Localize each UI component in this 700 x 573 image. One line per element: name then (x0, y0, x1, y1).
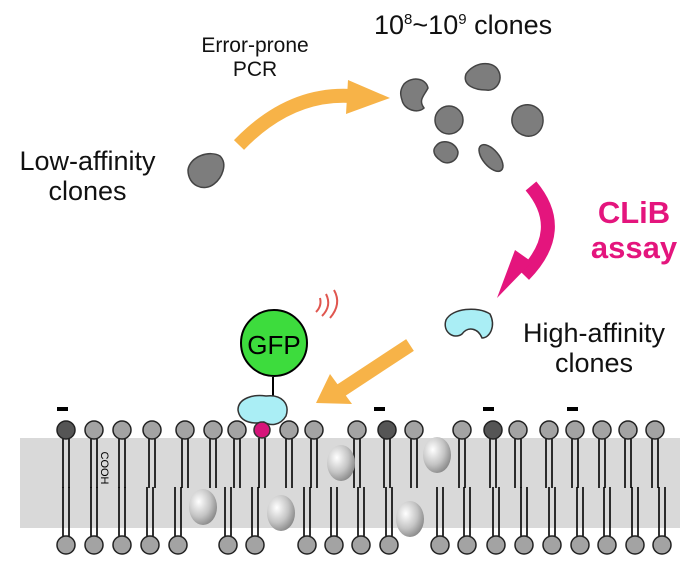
anchor-lipid-head (253, 421, 271, 439)
lipid-head (227, 420, 247, 440)
lipid-head (112, 535, 132, 555)
lipid-head (570, 535, 590, 555)
lipid-head (645, 420, 665, 440)
library-clone (478, 143, 504, 173)
gfp-label: GFP (247, 330, 300, 360)
library-clone (464, 62, 501, 91)
count-exp-2: 9 (458, 11, 467, 28)
lipid-head (618, 420, 638, 440)
lipid-head (279, 420, 299, 440)
library-clone (433, 141, 459, 164)
count-suffix: clones (466, 10, 553, 40)
lipid-head (140, 535, 160, 555)
membrane-protein (189, 489, 217, 525)
lipid-head (542, 535, 562, 555)
lipid-head (142, 420, 162, 440)
lipid-head (625, 535, 645, 555)
charged-lipid-head (483, 420, 503, 440)
binding-arrow (336, 339, 414, 397)
clib-assay-arrow (518, 181, 555, 280)
high-affinity-line2: clones (554, 348, 634, 379)
high-affinity-label: High-affinity clones (494, 318, 694, 378)
lipid-head (297, 535, 317, 555)
lipid-head (218, 535, 238, 555)
lipid-head (168, 535, 188, 555)
gfp-circle (240, 309, 308, 377)
membrane-protein (267, 495, 295, 531)
count-base-1: 10 (374, 10, 405, 40)
clone-count-label: 108~109 clones (374, 10, 614, 40)
low-affinity-line2: clones (48, 176, 127, 207)
lipid-head (351, 535, 371, 555)
fluorescence-signal (315, 289, 339, 319)
lipid-head (486, 535, 506, 555)
lipid-head (539, 420, 559, 440)
cooh-label: COOH (98, 452, 110, 485)
binding-arrowhead (316, 374, 352, 404)
error-prone-pcr-label: Error-prone PCR (180, 34, 330, 81)
lipid-head (508, 420, 528, 440)
clib-line1: CLiB (597, 195, 671, 230)
low-affinity-label: Low-affinity clones (0, 146, 175, 206)
clone-library (399, 62, 544, 173)
clib-assay-arrowhead (497, 250, 532, 298)
error-prone-text: Error-prone (201, 34, 309, 57)
low-affinity-line1: Low-affinity (19, 146, 156, 176)
membrane-protein (423, 437, 451, 473)
lipid-head (514, 535, 534, 555)
clib-assay-label: CLiB assay (570, 195, 698, 265)
lipid-head (56, 535, 76, 555)
high-affinity-clone (444, 308, 494, 339)
library-clone (434, 105, 464, 135)
lipid-head (84, 535, 104, 555)
count-tilde: ~ (412, 10, 429, 40)
library-clone (511, 104, 544, 137)
lipid-head (592, 420, 612, 440)
lipid-head (304, 420, 324, 440)
lipid-head (379, 535, 399, 555)
high-affinity-line1: High-affinity (522, 318, 666, 348)
lipid-head (203, 420, 223, 440)
low-affinity-clone (187, 152, 225, 189)
lipid-head (324, 535, 344, 555)
pcr-text: PCR (232, 57, 278, 81)
charged-lipid-head (377, 420, 397, 440)
clib-line2: assay (590, 229, 678, 265)
lipid-head (652, 535, 672, 555)
membrane-protein (396, 501, 424, 537)
lipid-layer-bottom (56, 487, 672, 555)
error-prone-pcr-arrow (233, 88, 353, 150)
lipid-layer-top (56, 420, 665, 488)
error-prone-pcr-arrowhead (346, 80, 390, 114)
lipid-head (452, 420, 472, 440)
lipid-head (112, 420, 132, 440)
lipid-head (404, 420, 424, 440)
count-base-2: 10 (428, 10, 459, 40)
bound-clone (237, 394, 288, 426)
library-clone (399, 78, 429, 112)
membrane-protein (327, 445, 355, 481)
charged-lipid-head (56, 420, 76, 440)
lipid-head (245, 535, 265, 555)
lipid-head (597, 535, 617, 555)
lipid-head (430, 535, 450, 555)
lipid-head (84, 420, 104, 440)
lipid-head (457, 535, 477, 555)
lipid-head (175, 420, 195, 440)
lipid-head (347, 420, 367, 440)
lipid-head (565, 420, 585, 440)
count-exp-1: 8 (404, 11, 413, 28)
